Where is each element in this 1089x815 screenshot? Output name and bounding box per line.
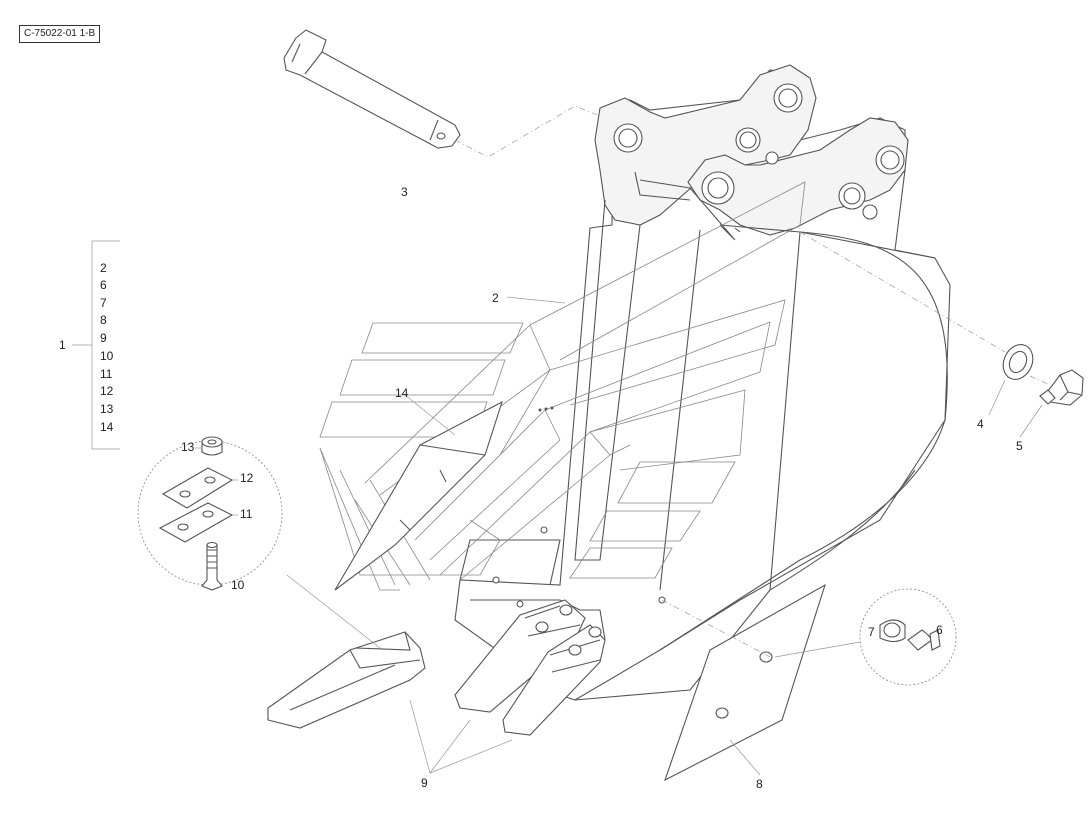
callout-1: 1 [59,338,66,352]
callout-9: 9 [421,776,428,790]
assembly-list-item: 2 [100,261,107,275]
callout-13: 13 [181,440,195,454]
kit-group-10-13 [137,436,283,591]
callout-7: 7 [868,625,875,639]
assembly-list-item: 11 [100,367,113,381]
tooth-part-9-a [267,631,426,729]
drawing-reference-code: C-75022-01 1-B [19,25,101,43]
callout-4: 4 [977,417,984,431]
callout-2: 2 [492,291,499,305]
assembly-list-item: 12 [100,384,114,398]
callout-10: 10 [231,578,245,592]
assembly-list-item: 10 [100,349,114,363]
kit-group-6-7 [859,588,957,686]
pin-3-leader [454,105,601,158]
assembly-list: 2 6 7 8 9 10 11 12 13 14 [100,261,114,434]
tooth-part-9-b [454,599,586,713]
blade-8-leader [661,599,771,658]
assembly-list-item: 6 [100,278,107,292]
assembly-list-item: 9 [100,331,107,345]
pin-part-3 [283,29,461,149]
callout-3: 3 [401,185,408,199]
callout-12: 12 [240,471,254,485]
callout-8: 8 [756,777,763,791]
callout-14: 14 [395,386,409,400]
assembly-list-item: 7 [100,296,107,310]
assembly-list-item: 8 [100,313,107,327]
bucket-body-part-2 [319,64,951,701]
hardware-5-axis [1029,375,1051,386]
assembly-bracket [72,240,120,450]
assembly-list-item: 14 [100,420,114,434]
assembly-list-item: 13 [100,402,114,416]
hardware-4-5-leader [799,231,1006,353]
washer-part-4 [1002,344,1034,380]
callout-6: 6 [936,623,943,637]
side-blade-part-8 [664,583,826,782]
callout-11: 11 [240,507,253,521]
kit-6-7-leader [774,641,861,658]
callout-5: 5 [1016,439,1023,453]
callout-leaders [195,296,1043,776]
tooth-part-9-c [502,624,606,736]
nut-part-5 [1039,369,1084,406]
